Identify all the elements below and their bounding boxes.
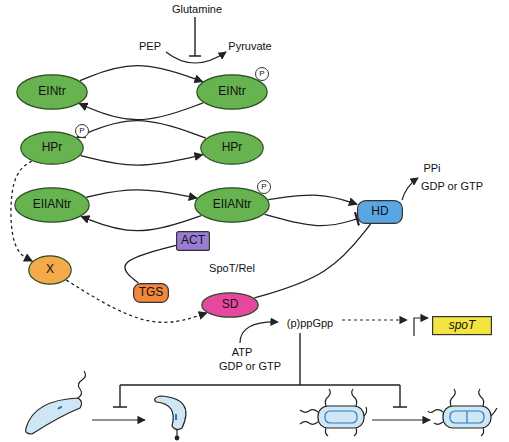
connector [79, 103, 203, 120]
phospho-marker: P [255, 67, 269, 81]
shape-fill [201, 132, 263, 164]
connector [86, 190, 197, 198]
shape-fill [197, 75, 267, 109]
metabolite-label: PEP [139, 40, 161, 52]
node-text: HD [371, 205, 388, 218]
reaction-arrow [402, 178, 418, 200]
node-text: EIIANtr [33, 198, 72, 211]
node-text: X [46, 263, 54, 276]
dashed-arrow [342, 319, 407, 320]
reaction-arc [240, 322, 278, 343]
connector [80, 66, 203, 82]
dividing-cell [428, 389, 497, 436]
alarmone-label: (p)ppGpp [287, 317, 333, 329]
shape-fill [15, 188, 89, 222]
node-text: TGS [139, 286, 164, 299]
shape-fill [358, 201, 403, 224]
inhibition-line [189, 17, 201, 56]
node-text: SD [222, 298, 239, 311]
domain-box: TGS [133, 283, 169, 303]
shape-fill [195, 188, 269, 222]
protein-ellipse: EINtr [16, 74, 88, 110]
promoter-arrow [414, 318, 428, 336]
shape-fill [177, 232, 210, 251]
predivisional-cell [300, 389, 367, 436]
shape-fill [17, 75, 87, 109]
node-text: ACT [181, 234, 205, 247]
connector [81, 216, 201, 231]
metabolite-label: Glutamine [172, 3, 222, 15]
domain-box: HD [357, 200, 403, 224]
connector [77, 121, 206, 139]
metabolite-label: Pyruvate [228, 40, 271, 52]
shape-fill [21, 132, 83, 164]
protein-name: SpoT/Rel [209, 262, 255, 274]
connector [125, 245, 176, 283]
branch-line [113, 333, 407, 407]
substrate-label: GDP or GTP [219, 360, 281, 372]
node-text: HPr [42, 141, 63, 154]
protein-ellipse: HPr [20, 131, 84, 165]
node-text: EINtr [38, 85, 65, 98]
phospho-marker: P [257, 180, 271, 194]
stalked-cell [155, 396, 186, 440]
product-label: GDP or GTP [421, 180, 483, 192]
reaction-arc [166, 52, 226, 63]
process-arrow [372, 419, 430, 420]
shape-fill [134, 284, 169, 303]
connector [66, 280, 207, 322]
shape-fill [433, 317, 492, 335]
gene-box: spoT [432, 316, 492, 335]
protein-ellipse: EIIANtr [14, 187, 90, 223]
shape-fill [202, 293, 258, 317]
connector [268, 195, 357, 204]
node-text: spoT [449, 319, 476, 332]
node-text: EINtr [218, 85, 245, 98]
inhibition-connector [265, 214, 357, 225]
factor-ellipse: X [28, 255, 72, 285]
swarmer-cell [26, 371, 86, 434]
phospho-marker: P [75, 124, 89, 138]
shape-fill [29, 256, 71, 284]
protein-ellipse: HPr [200, 131, 264, 165]
node-text: EIIANtr [213, 198, 252, 211]
node-text: HPr [222, 141, 243, 154]
substrate-label: ATP [232, 346, 253, 358]
domain-box: ACT [176, 231, 210, 251]
domain-ellipse: SD [201, 292, 259, 318]
connector [81, 155, 203, 165]
process-arrow [92, 419, 145, 420]
product-label: PPi [423, 162, 440, 174]
connector [254, 224, 370, 298]
